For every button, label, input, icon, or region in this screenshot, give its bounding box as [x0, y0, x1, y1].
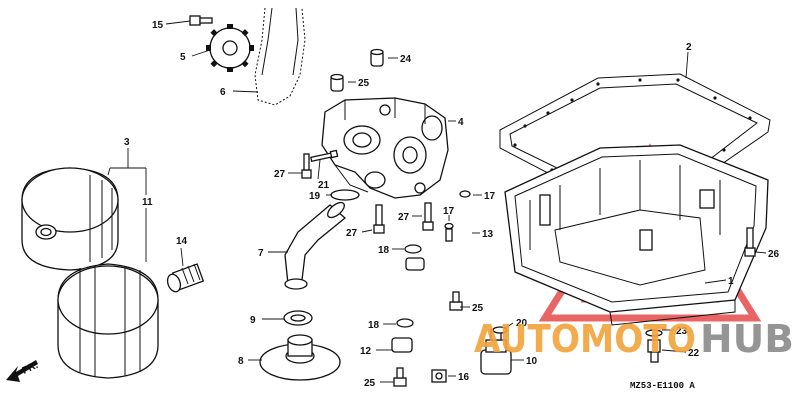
callout-11: 11: [142, 197, 153, 208]
diagram-code: MZ53-E1100 A: [630, 381, 695, 391]
callout-5: 5: [180, 52, 186, 63]
callout-3: 3: [124, 137, 130, 148]
bolt-23: [310, 149, 339, 163]
sealing-washer-17-upper: [459, 190, 471, 198]
callout-27c: 27: [398, 212, 410, 223]
washer-18-lower: [396, 318, 414, 328]
callout-26: 26: [768, 249, 780, 260]
callout-18a: 18: [378, 245, 390, 256]
o-ring-9: [283, 310, 313, 326]
filter-boss: [166, 263, 205, 293]
callout-12: 12: [360, 346, 372, 357]
callout-6: 6: [220, 87, 226, 98]
callout-27b: 27: [346, 228, 358, 239]
oil-pressure-switch: [480, 329, 512, 375]
callout-8: 8: [238, 356, 244, 367]
dowel-pin-upper: [370, 48, 384, 67]
callout-23: 21: [318, 180, 330, 191]
watermark-brand: AUTOMOTO HUB: [474, 317, 794, 361]
bolt-27-upper: [301, 153, 312, 179]
oil-pan: [504, 144, 769, 326]
oil-filter-11: [57, 263, 159, 379]
washer-18-upper: [404, 244, 422, 254]
bolt-25-bottom: [393, 367, 407, 387]
callout-9: 9: [250, 315, 256, 326]
o-ring-20: [330, 189, 360, 201]
sprocket: [206, 24, 254, 72]
callout-14: 14: [176, 236, 188, 247]
washer-19: [492, 326, 508, 334]
callout-2: 2: [686, 42, 692, 53]
bolt-27-right: [422, 202, 434, 231]
callout-18b: 18: [368, 320, 380, 331]
callout-10: 10: [526, 356, 538, 367]
callout-24a: 24: [400, 54, 412, 65]
callout-7: 7: [258, 248, 264, 259]
callout-17a: 17: [484, 191, 496, 202]
sealing-washer-17-lower: [444, 222, 454, 242]
watermark-brand-right: HUB: [700, 317, 794, 361]
leader-lines: [107, 20, 767, 383]
callout-27a: 27: [274, 169, 286, 180]
sealing-washer-22: [645, 329, 663, 337]
callout-13: 13: [482, 229, 494, 240]
oil-pump-assembly: [321, 97, 449, 199]
bolt-27-left: [373, 204, 385, 234]
front-direction-arrow: [6, 360, 38, 382]
callout-22: 23: [676, 326, 688, 337]
callout-15: 15: [152, 20, 164, 31]
bolt-26: [744, 227, 756, 257]
dowel-pin-lower: [330, 73, 344, 92]
drain-bolt: [647, 339, 661, 363]
oil-strainer-pipe: [284, 201, 347, 290]
callout-1: 1: [728, 276, 734, 287]
oil-filter-3: [21, 167, 119, 271]
callout-16: 16: [458, 372, 470, 383]
flange-nut-16: [431, 369, 447, 383]
callout-4: 4: [458, 117, 464, 128]
oil-pipe-12: [391, 257, 443, 353]
callout-21: 22: [688, 348, 700, 359]
oil-pipe-13: [454, 200, 470, 274]
callout-25b: 25: [364, 378, 376, 389]
callout-19: 20: [516, 318, 528, 329]
callout-20: 19: [309, 191, 321, 202]
callout-24b: 25: [358, 78, 370, 89]
callout-17b: 17: [443, 206, 455, 217]
drive-chain: [254, 7, 306, 106]
watermark-brand-left: AUTOMOTO: [474, 317, 696, 361]
sprocket-bolt: [189, 15, 213, 26]
callout-25a: 25: [472, 303, 484, 314]
oil-strainer-8: [259, 334, 341, 381]
bolt-25-mid: [449, 291, 463, 311]
